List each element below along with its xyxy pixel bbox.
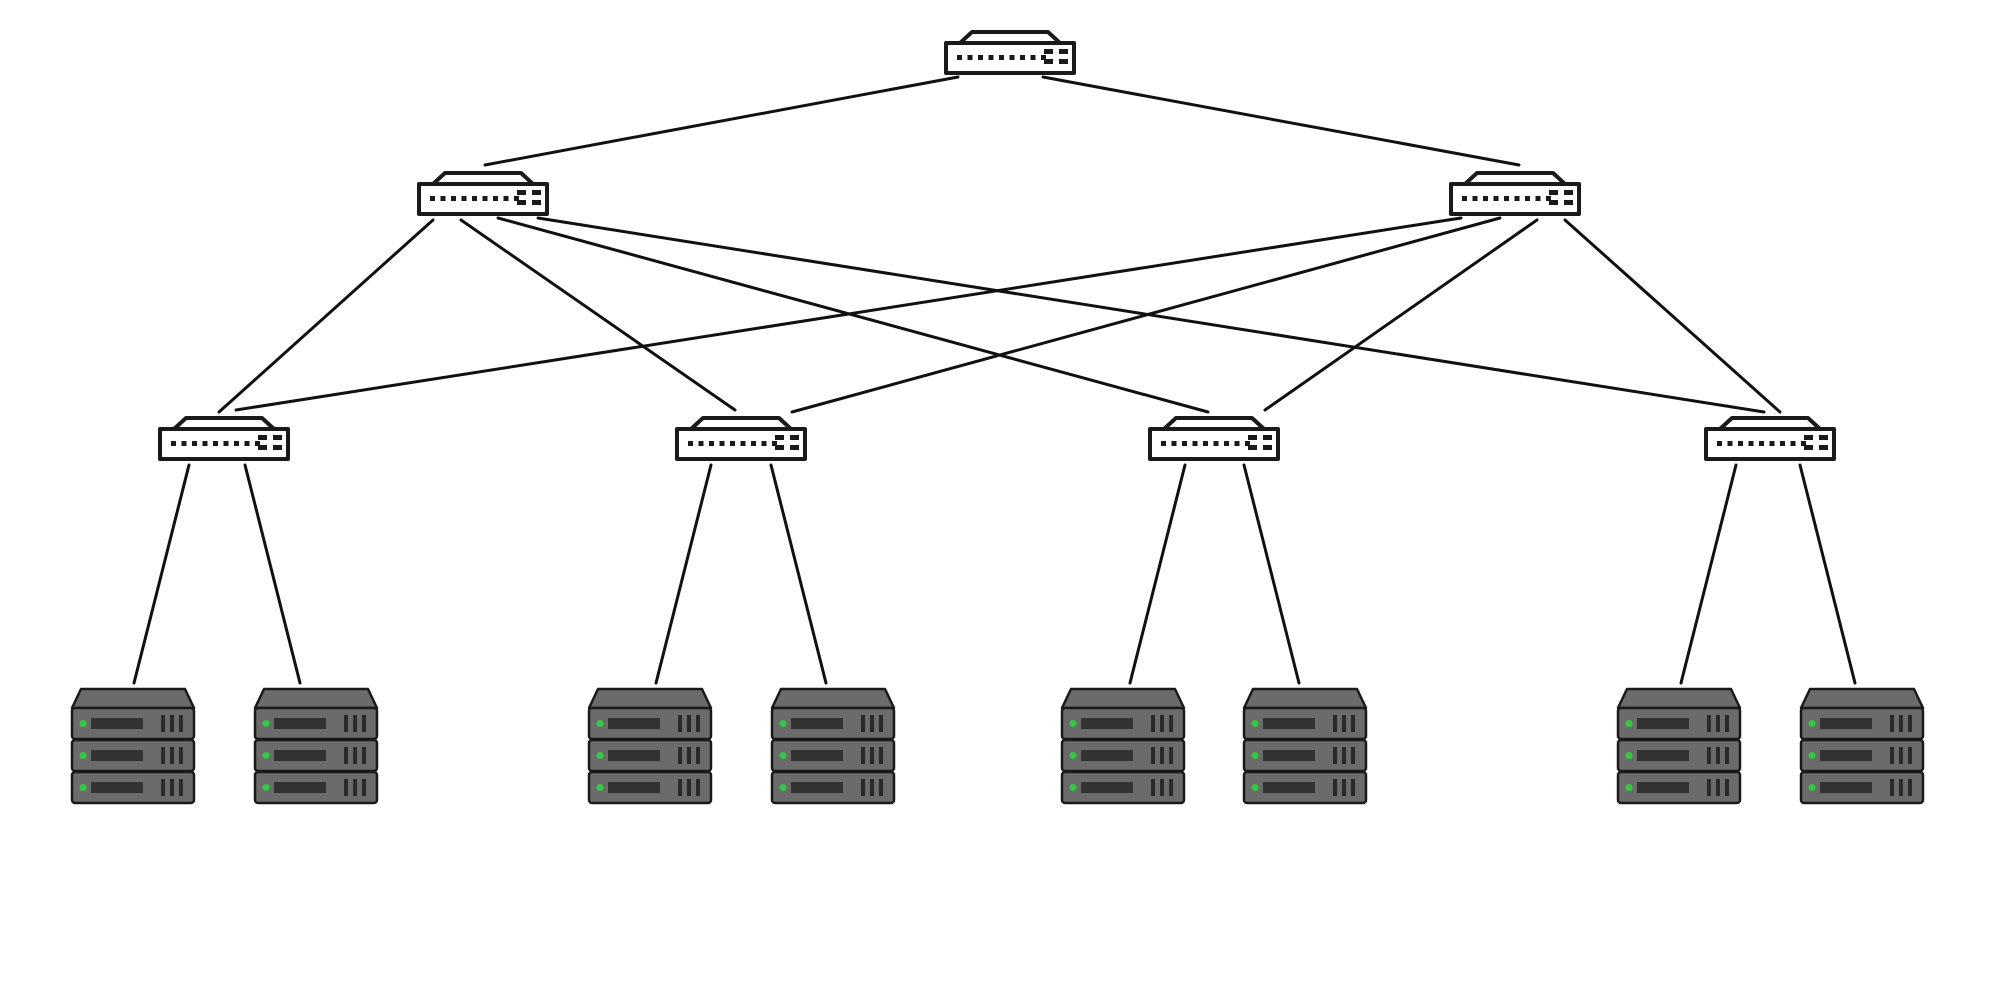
status-led-icon [1625,752,1633,759]
link-acc-2-srv-4 [769,463,828,685]
status-led-icon [1069,784,1077,791]
status-led-icon [1069,752,1077,759]
link-acc-4-srv-8 [1798,463,1857,685]
link-agg-1-acc-3 [496,216,1210,414]
network-switch-icon [1704,416,1836,461]
status-led-icon [1808,720,1816,727]
status-led-icon [779,752,787,759]
status-led-icon [79,752,87,759]
links-layer [132,75,1857,685]
network-switch-icon [1148,416,1280,461]
server-rack-icon [1242,687,1368,805]
status-led-icon [1251,720,1259,727]
status-led-icon [779,784,787,791]
link-agg-2-acc-4 [1563,218,1782,414]
server-srv-1[interactable] [70,687,196,805]
link-agg-1-acc-1 [217,218,435,414]
status-led-icon [262,784,270,791]
status-led-icon [1251,784,1259,791]
status-led-icon [1808,752,1816,759]
link-core-1-agg-2 [1041,75,1521,167]
link-acc-4-srv-7 [1679,463,1738,685]
server-srv-3[interactable] [587,687,713,805]
server-rack-icon [1060,687,1186,805]
switch-acc-2[interactable] [675,416,807,461]
status-led-icon [596,752,604,759]
status-led-icon [596,720,604,727]
switch-core-1[interactable] [944,30,1076,75]
status-led-icon [779,720,787,727]
status-led-icon [1625,720,1633,727]
network-switch-icon [158,416,290,461]
link-acc-3-srv-5 [1128,463,1187,685]
network-switch-icon [417,171,549,216]
status-led-icon [1808,784,1816,791]
server-rack-icon [770,687,896,805]
server-rack-icon [253,687,379,805]
status-led-icon [596,784,604,791]
status-led-icon [262,752,270,759]
status-led-icon [262,720,270,727]
status-led-icon [1625,784,1633,791]
link-acc-1-srv-1 [132,463,191,685]
server-srv-8[interactable] [1799,687,1925,805]
server-srv-6[interactable] [1242,687,1368,805]
switch-acc-3[interactable] [1148,416,1280,461]
link-acc-1-srv-2 [243,463,302,685]
server-srv-7[interactable] [1616,687,1742,805]
network-switch-icon [944,30,1076,75]
nodes-layer [70,30,1925,805]
switch-acc-1[interactable] [158,416,290,461]
server-srv-2[interactable] [253,687,379,805]
network-switch-icon [675,416,807,461]
link-core-1-agg-1 [483,75,960,167]
link-agg-2-acc-3 [1263,218,1539,412]
status-led-icon [1251,752,1259,759]
link-agg-2-acc-1 [234,216,1463,412]
server-srv-4[interactable] [770,687,896,805]
link-agg-2-acc-2 [790,216,1502,414]
link-agg-1-acc-2 [459,218,737,412]
status-led-icon [79,720,87,727]
link-acc-3-srv-6 [1242,463,1301,685]
link-acc-2-srv-3 [654,463,713,685]
network-switch-icon [1449,171,1581,216]
status-led-icon [1069,720,1077,727]
server-rack-icon [1799,687,1925,805]
switch-agg-1[interactable] [417,171,549,216]
status-led-icon [79,784,87,791]
server-rack-icon [587,687,713,805]
server-rack-icon [70,687,196,805]
switch-agg-2[interactable] [1449,171,1581,216]
server-rack-icon [1616,687,1742,805]
switch-acc-4[interactable] [1704,416,1836,461]
server-srv-5[interactable] [1060,687,1186,805]
